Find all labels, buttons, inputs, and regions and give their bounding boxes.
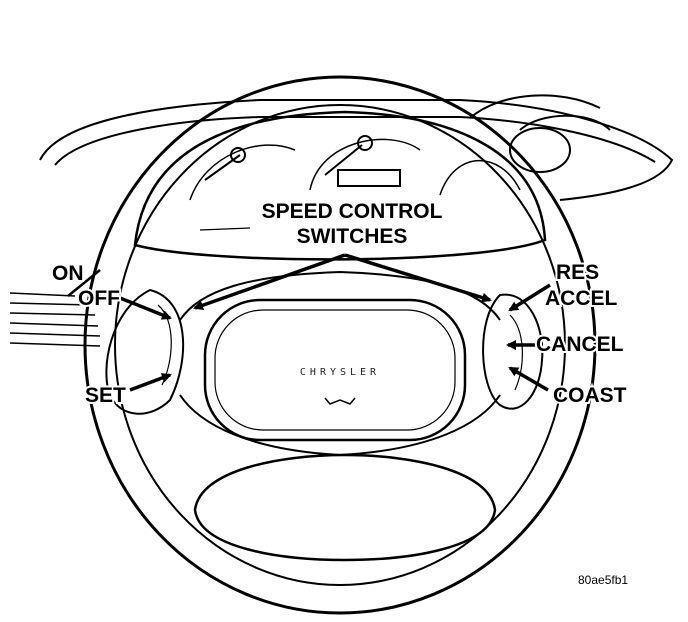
- label-off: OFF: [78, 287, 120, 310]
- label-coast: COAST: [553, 384, 627, 407]
- left-label-arrows: [67, 269, 172, 392]
- bottom-pad: [193, 453, 497, 562]
- right-label-arrows: [506, 283, 551, 392]
- label-cancel: CANCEL: [536, 333, 624, 356]
- label-on: ON: [52, 262, 84, 285]
- label-set: SET: [85, 384, 126, 407]
- left-stalk: [9, 292, 101, 347]
- label-accel: ACCEL: [545, 287, 618, 310]
- dashboard: [39, 94, 674, 201]
- right-switch-pod: [482, 293, 544, 410]
- brand-logo-text: CHRYSLER: [300, 367, 380, 378]
- title-line-2: SWITCHES: [297, 225, 408, 248]
- airbag-hub: [203, 298, 467, 442]
- title-arrows: [193, 253, 492, 311]
- figure-id: 80ae5fb1: [578, 573, 628, 587]
- label-res: RES: [556, 261, 599, 284]
- instrument-cluster: [133, 110, 547, 261]
- title-line-1: SPEED CONTROL: [262, 200, 443, 223]
